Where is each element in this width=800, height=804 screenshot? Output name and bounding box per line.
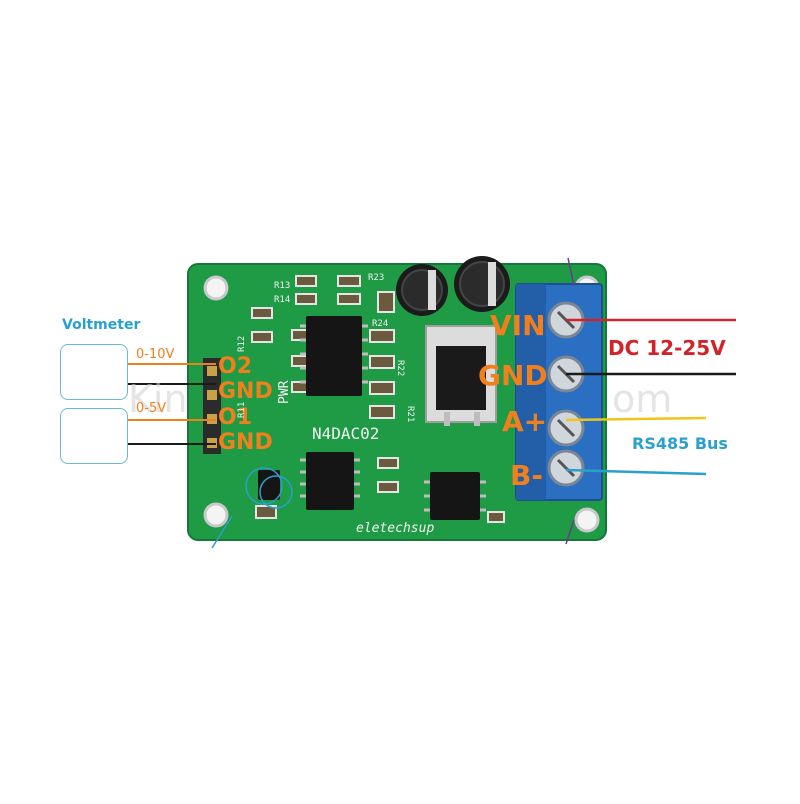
capacitors — [396, 256, 510, 316]
voltage-regulator — [425, 325, 497, 426]
pin-gnd-bottom-label: GND — [218, 430, 273, 455]
wires — [565, 318, 736, 476]
terminal-block — [515, 283, 603, 501]
ref-r24: R24 — [372, 319, 389, 329]
voltmeter-bottom — [60, 408, 128, 464]
board-brand-label: eletechsup — [356, 521, 435, 536]
pwr-label: PWR — [277, 380, 292, 404]
board-model-label: N4DAC02 — [312, 424, 380, 443]
ref-r21: R21 — [405, 406, 415, 423]
pin-o1-label: O1 — [218, 405, 253, 430]
bus-label: RS485 Bus — [632, 434, 728, 453]
range-top-label: 0-10V — [136, 347, 175, 362]
edge-outline — [565, 257, 575, 545]
ref-r23: R23 — [368, 273, 385, 283]
ref-r14: R14 — [274, 295, 291, 305]
pin-gnd-top-label: GND — [218, 379, 273, 404]
mounting-holes — [203, 275, 600, 533]
pin-o2-label: O2 — [218, 354, 253, 379]
smd-components — [251, 275, 505, 523]
watermark-right: om — [612, 377, 673, 421]
terminal-a-label: A+ — [502, 405, 548, 438]
power-label: DC 12-25V — [608, 336, 726, 360]
voltmeter-label: Voltmeter — [62, 317, 141, 333]
range-bottom-label: 0-5V — [136, 401, 167, 416]
ref-r13: R13 — [274, 281, 291, 291]
ic-chips — [258, 316, 480, 520]
ref-r22: R22 — [395, 360, 405, 377]
terminal-gnd-label: GND — [478, 359, 548, 392]
highlight-circles — [211, 467, 293, 549]
ref-r11: R11 — [237, 401, 247, 418]
watermark-left: Kin — [128, 377, 188, 421]
ic-legs — [300, 324, 486, 512]
terminal-vin-label: VIN — [490, 309, 546, 342]
ref-r12: R12 — [237, 335, 247, 352]
voltmeter-top — [60, 344, 128, 400]
terminal-b-label: B- — [510, 459, 543, 492]
meter-wires — [128, 363, 216, 445]
